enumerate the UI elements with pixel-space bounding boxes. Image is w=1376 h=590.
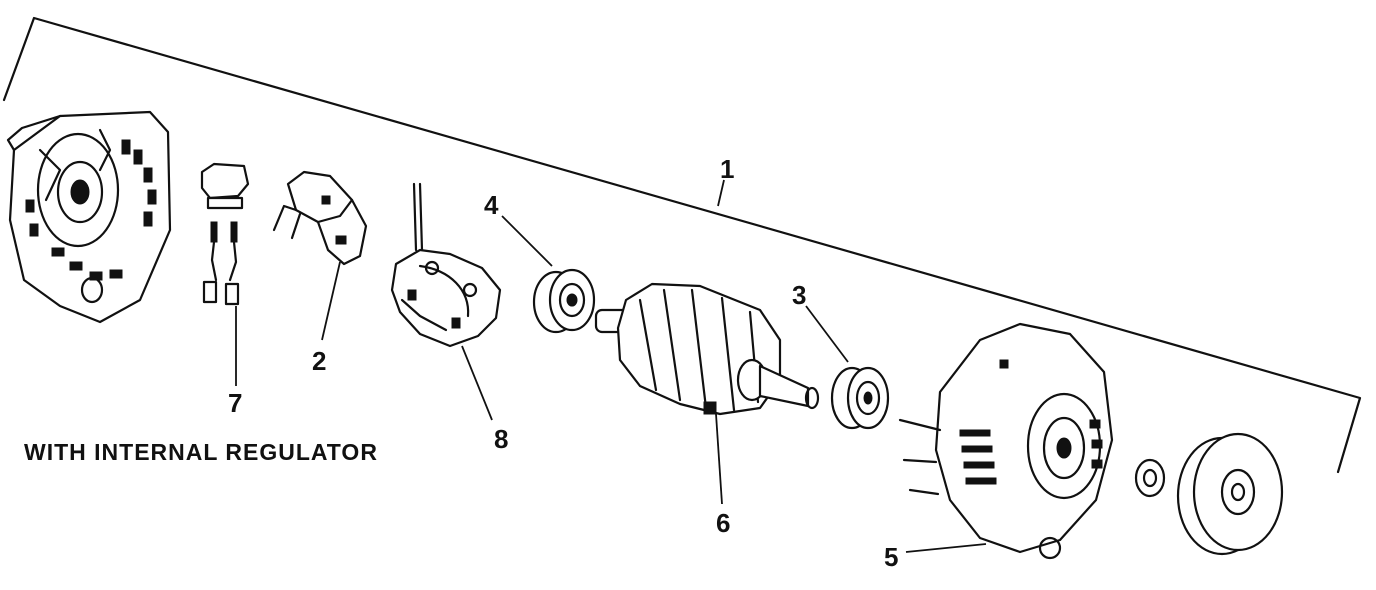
rotor <box>594 282 820 416</box>
part-label-8: 8 <box>494 424 508 454</box>
spacer-collar <box>1134 458 1166 498</box>
part-label-2: 2 <box>312 346 326 376</box>
rectifier-holder <box>390 182 502 348</box>
rear-housing <box>6 110 172 324</box>
part-label-4: 4 <box>484 190 499 220</box>
assembly-bracket <box>2 16 1362 474</box>
caption-text: WITH INTERNAL REGULATOR <box>24 439 378 465</box>
brush-set <box>200 162 250 306</box>
voltage-regulator <box>272 170 368 266</box>
rear-bearing <box>532 268 596 334</box>
part-label-6: 6 <box>716 508 730 538</box>
part-label-5: 5 <box>884 542 898 572</box>
front-housing <box>898 322 1114 560</box>
pulley <box>1176 432 1284 556</box>
front-bearing <box>830 366 890 430</box>
part-label-3: 3 <box>792 280 806 310</box>
leader-lines <box>235 179 987 553</box>
part-label-7: 7 <box>228 388 242 418</box>
part-label-1: 1 <box>720 154 734 184</box>
